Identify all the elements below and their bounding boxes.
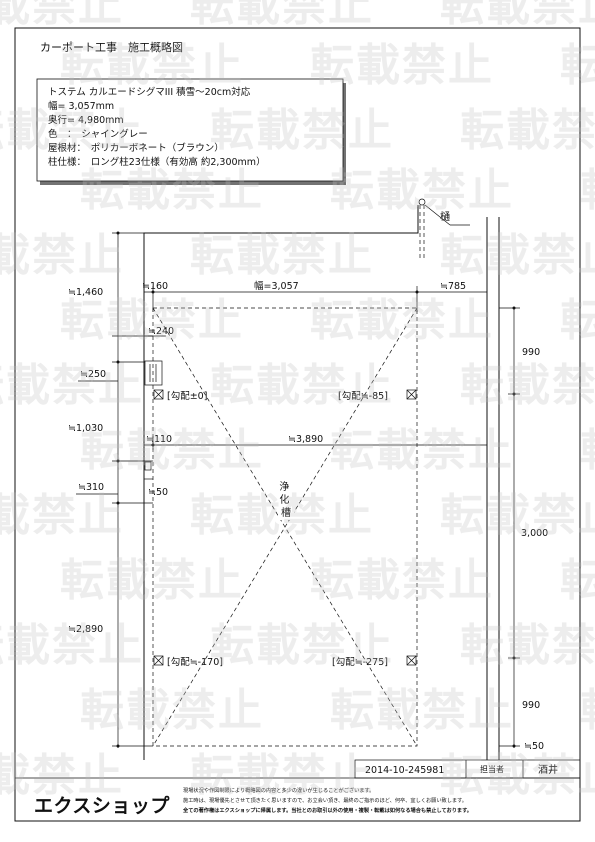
carport-roof [152,307,418,747]
dim-3000: 3,000 [521,528,548,539]
dim-250: ≒250 [80,369,106,380]
dim-right: 990 3,000 990 ≒50 [499,306,548,752]
dim-left: ≒1,460 ≒250 ≒1,030 ≒310 ≒2,890 [68,231,153,748]
dim-310: ≒310 [78,482,104,493]
post-bottom-left [153,655,164,666]
gutter-label: 樋 [440,210,450,223]
house-wall [143,205,419,760]
dim-1030: ≒1,030 [68,423,103,434]
dim-left-inner: ≒240 ≒110 ≒3,890 ≒50 [144,326,487,498]
septic-tank-char-2: 化 [279,493,289,506]
spec-box: トステム カルエードシグマIII 積雪～20cm対応 幅= 3,057mm 奥行… [36,78,346,185]
dim-2890: ≒2,890 [68,624,103,635]
wall-outlet [144,461,152,471]
slope-top-left: [勾配±0] [167,390,207,402]
wall-window [144,360,163,386]
drawing-title: カーポート工事 施工概略図 [40,40,183,54]
info-row: 2014-10-245981 担当者 酒井 [15,759,581,779]
gutter: 樋 [418,198,470,260]
slope-top-right: [勾配≒-85] [338,390,388,402]
post-bottom-right [406,655,417,666]
person-name: 酒井 [538,763,558,776]
post-top-left [153,389,164,400]
slope-bottom-right: [勾配≒-275] [332,656,388,668]
spec-width: 幅= 3,057mm [48,100,114,112]
spec-roof: 屋根材： ポリカーボネート（ブラウン） [48,142,224,154]
gutter-icon [418,198,426,206]
roof-diagonal-2 [152,307,418,747]
footer-note-2: 施工時は、現場優先とさせて頂きたく思いますので、お立会い頂き、最終のご指示のほど… [183,796,467,804]
dim-width: 幅=3,057 [254,280,299,292]
spec-post: 柱仕様： ロング柱23仕様（有効高 約2,300mm） [48,156,266,168]
dim-110: ≒110 [146,434,172,445]
dim-160: ≒160 [142,281,168,292]
sheet-frame [14,27,581,822]
dim-top: ≒160 幅=3,057 ≒785 [142,280,488,312]
dim-3890: ≒3,890 [288,434,323,445]
footer-note-3: 全ての著作権はエクスショップに帰属します。当社とのお取引以外の使用・複製・転載は… [182,806,472,814]
spec-color: 色 ： シャイングレー [48,128,148,140]
septic-tank-char-3: 槽 [281,506,291,519]
dim-240: ≒240 [148,326,174,337]
dim-50-left: ≒50 [148,487,168,498]
spec-product: トステム カルエードシグマIII 積雪～20cm対応 [48,86,251,98]
company-logo: エクスショップ [34,794,170,817]
person-label: 担当者 [480,764,504,774]
footer-note-1: 現場状況や作図制限により概略図の内容と多少の違いが生じることがございます。 [183,786,374,794]
doc-number: 2014-10-245981 [365,765,444,776]
dim-50-right: ≒50 [524,741,544,752]
dim-990-top: 990 [522,347,540,358]
post-top-right [406,389,417,400]
septic-tank-label: 浄 化 槽 [279,480,292,519]
dim-990-bottom: 990 [522,700,540,711]
spec-depth: 奥行= 4,980mm [48,114,124,126]
footer: エクスショップ 現場状況や作図制限により概略図の内容と多少の違いが生じることがご… [34,786,472,817]
septic-tank-char-1: 浄 [279,480,289,493]
dim-1460: ≒1,460 [68,287,103,298]
dim-785: ≒785 [440,281,466,292]
slope-bottom-left: [勾配≒-170] [167,656,223,668]
